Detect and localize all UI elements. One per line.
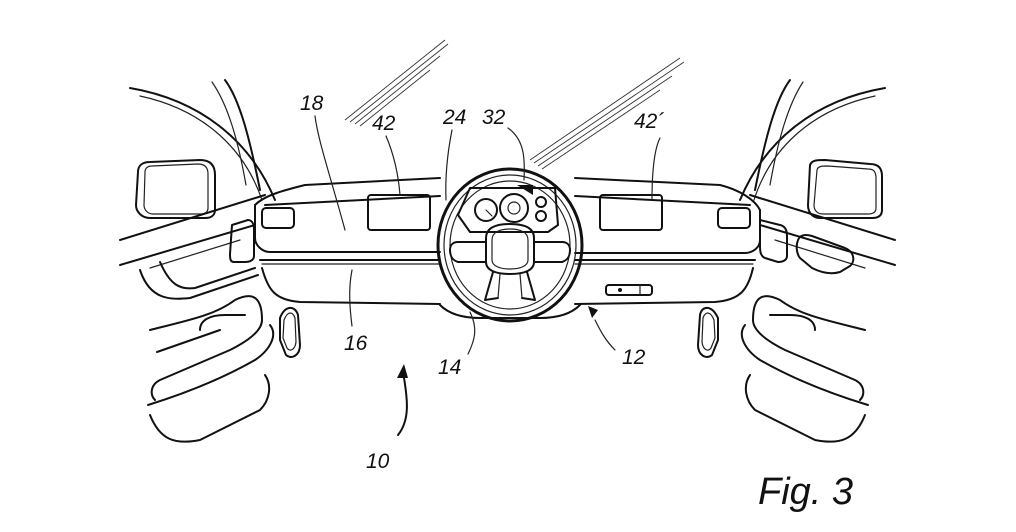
windshield-glare-right [529, 57, 685, 170]
ref-32: 32 [482, 106, 506, 129]
figure-caption: Fig. 3 [758, 471, 853, 513]
ref-10: 10 [366, 450, 390, 473]
right-door-panel [697, 194, 896, 443]
steering-column [439, 304, 581, 319]
ref-24: 24 [442, 106, 466, 129]
ref-42-prime: 42´ [634, 110, 664, 133]
ref-14: 14 [438, 356, 461, 379]
right-air-vent [717, 207, 751, 229]
dashboard [254, 177, 761, 305]
right-display [599, 194, 663, 231]
left-air-vent [261, 207, 295, 229]
gauge-small-bottom [535, 210, 547, 222]
left-side-mirror [135, 159, 216, 219]
gauge-left [474, 198, 498, 222]
ref-18: 18 [300, 92, 324, 115]
leader-lines [314, 115, 661, 436]
ref-42: 42 [372, 112, 396, 135]
windshield-glare-left [344, 39, 449, 127]
right-a-pillar [739, 79, 886, 201]
instrument-cluster [457, 185, 559, 233]
left-display [367, 194, 431, 231]
right-side-mirror [807, 159, 883, 219]
left-a-pillar [129, 79, 276, 201]
gauge-small-top [535, 196, 547, 208]
glovebox-handle [605, 284, 653, 296]
ref-16: 16 [344, 332, 368, 355]
ref-12: 12 [622, 346, 646, 369]
left-door-panel [119, 194, 301, 443]
gauge-center [499, 193, 529, 223]
steering-wheel [436, 167, 584, 323]
